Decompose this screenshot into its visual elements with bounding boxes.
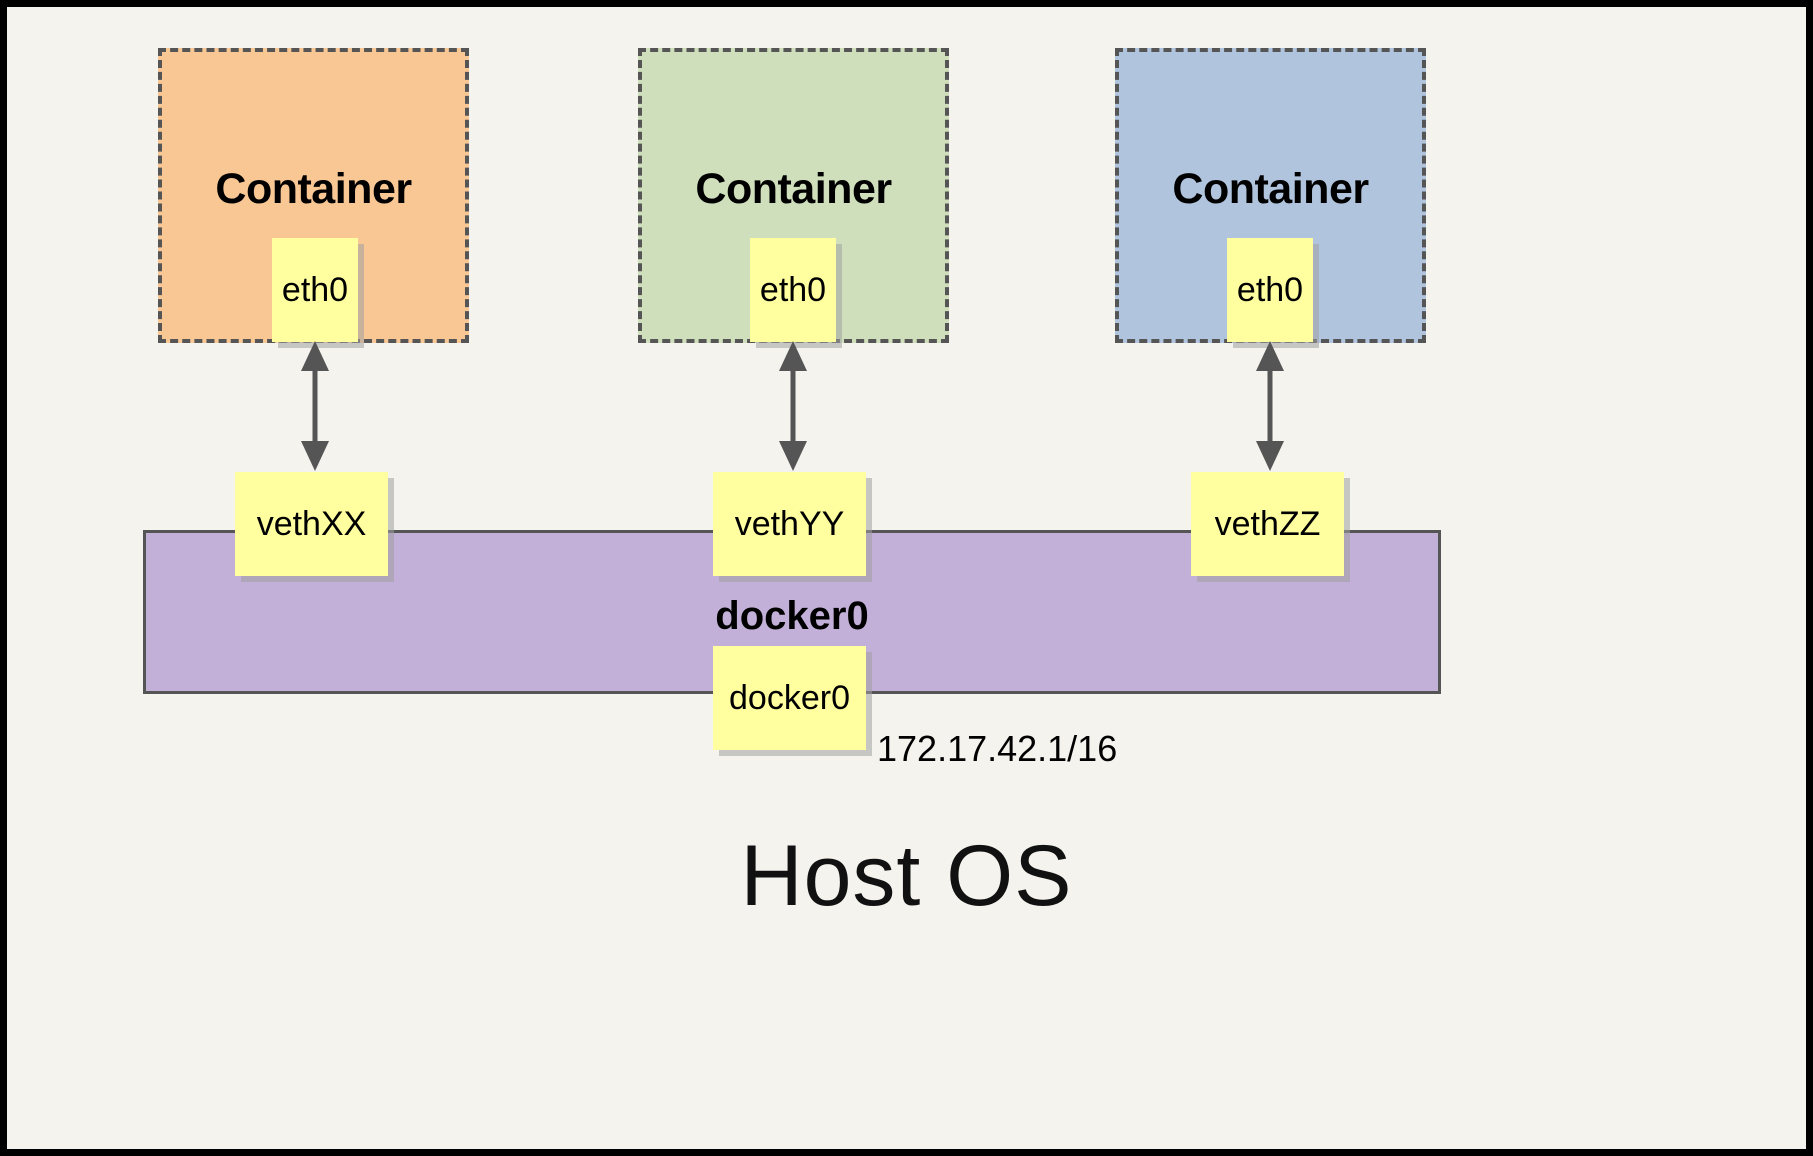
docker0-bridge-label: docker0 xyxy=(715,594,869,638)
eth0-box-1: eth0 xyxy=(272,238,358,342)
veth-box-2: vethYY xyxy=(713,472,866,576)
veth-box-1: vethXX xyxy=(235,472,388,576)
eth0-box-2: eth0 xyxy=(750,238,836,342)
container-title-1: Container xyxy=(215,165,412,213)
link-arrow-1 xyxy=(301,341,329,471)
veth-box-3: vethZZ xyxy=(1191,472,1344,576)
container-title-2: Container xyxy=(695,165,892,213)
link-arrow-2 xyxy=(779,341,807,471)
container-title-3: Container xyxy=(1172,165,1369,213)
docker0-ip-label: 172.17.42.1/16 xyxy=(877,728,1118,769)
eth0-box-3: eth0 xyxy=(1227,238,1313,342)
host-os-label: Host OS xyxy=(740,828,1073,924)
docker0-interface-box: docker0 xyxy=(713,646,866,750)
link-arrow-3 xyxy=(1256,341,1284,471)
